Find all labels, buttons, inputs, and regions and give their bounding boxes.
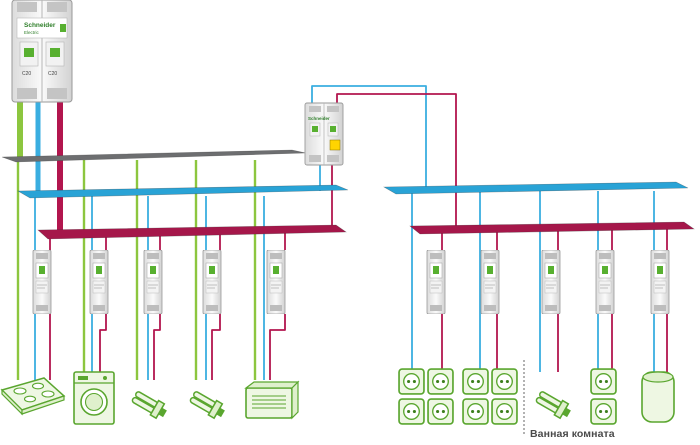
main-breaker: Schneider Electric C20 C20	[11, 0, 73, 103]
lamp-icon	[533, 388, 574, 421]
circuit-breaker	[541, 250, 561, 314]
lamp-icon	[187, 388, 228, 421]
socket-group-icon	[590, 368, 617, 425]
circuit-breaker	[426, 250, 446, 314]
load-layer	[0, 368, 675, 425]
circuit-breaker	[595, 250, 615, 314]
rcd-neutral-feed-wire	[311, 85, 427, 191]
water-heater-icon	[641, 371, 675, 423]
left-phase-out-wire	[269, 314, 286, 380]
rcd-phase-feed-wire	[336, 93, 457, 229]
main-breaker-rating-right: C20	[48, 71, 57, 77]
rcd-brand: Schneider	[308, 116, 330, 121]
circuit-breaker	[266, 250, 286, 314]
circuit-breaker	[32, 250, 52, 314]
left-phase-out-wire	[153, 314, 161, 380]
earth-busbar	[1, 149, 307, 163]
rcd-device: Schneider	[304, 102, 344, 166]
right-neutral-busbar	[382, 181, 689, 195]
breaker-layer	[32, 250, 670, 314]
left-phase-busbar	[37, 224, 347, 240]
cooktop-icon	[0, 377, 66, 416]
socket-group-icon	[398, 368, 454, 425]
busbar-layer	[1, 149, 695, 240]
left-phase-out-wire	[99, 314, 107, 380]
circuit-breaker	[650, 250, 670, 314]
bathroom-zone-label: Ванная комната	[530, 428, 615, 440]
left-phase-out-wire	[211, 314, 221, 380]
main-breaker-rating-left: C20	[22, 71, 31, 77]
socket-group-icon	[462, 368, 518, 425]
circuit-breaker	[89, 250, 109, 314]
lamp-icon	[129, 388, 170, 421]
main-breaker-brand-sub: Electric	[24, 30, 40, 35]
washing-machine-icon	[73, 371, 115, 425]
heater-icon	[244, 380, 300, 420]
circuit-breaker	[202, 250, 222, 314]
circuit-breaker	[480, 250, 500, 314]
right-phase-busbar	[409, 221, 695, 235]
main-breaker-brand: Schneider	[24, 22, 56, 29]
left-neutral-busbar	[16, 184, 349, 199]
circuit-breaker	[143, 250, 163, 314]
